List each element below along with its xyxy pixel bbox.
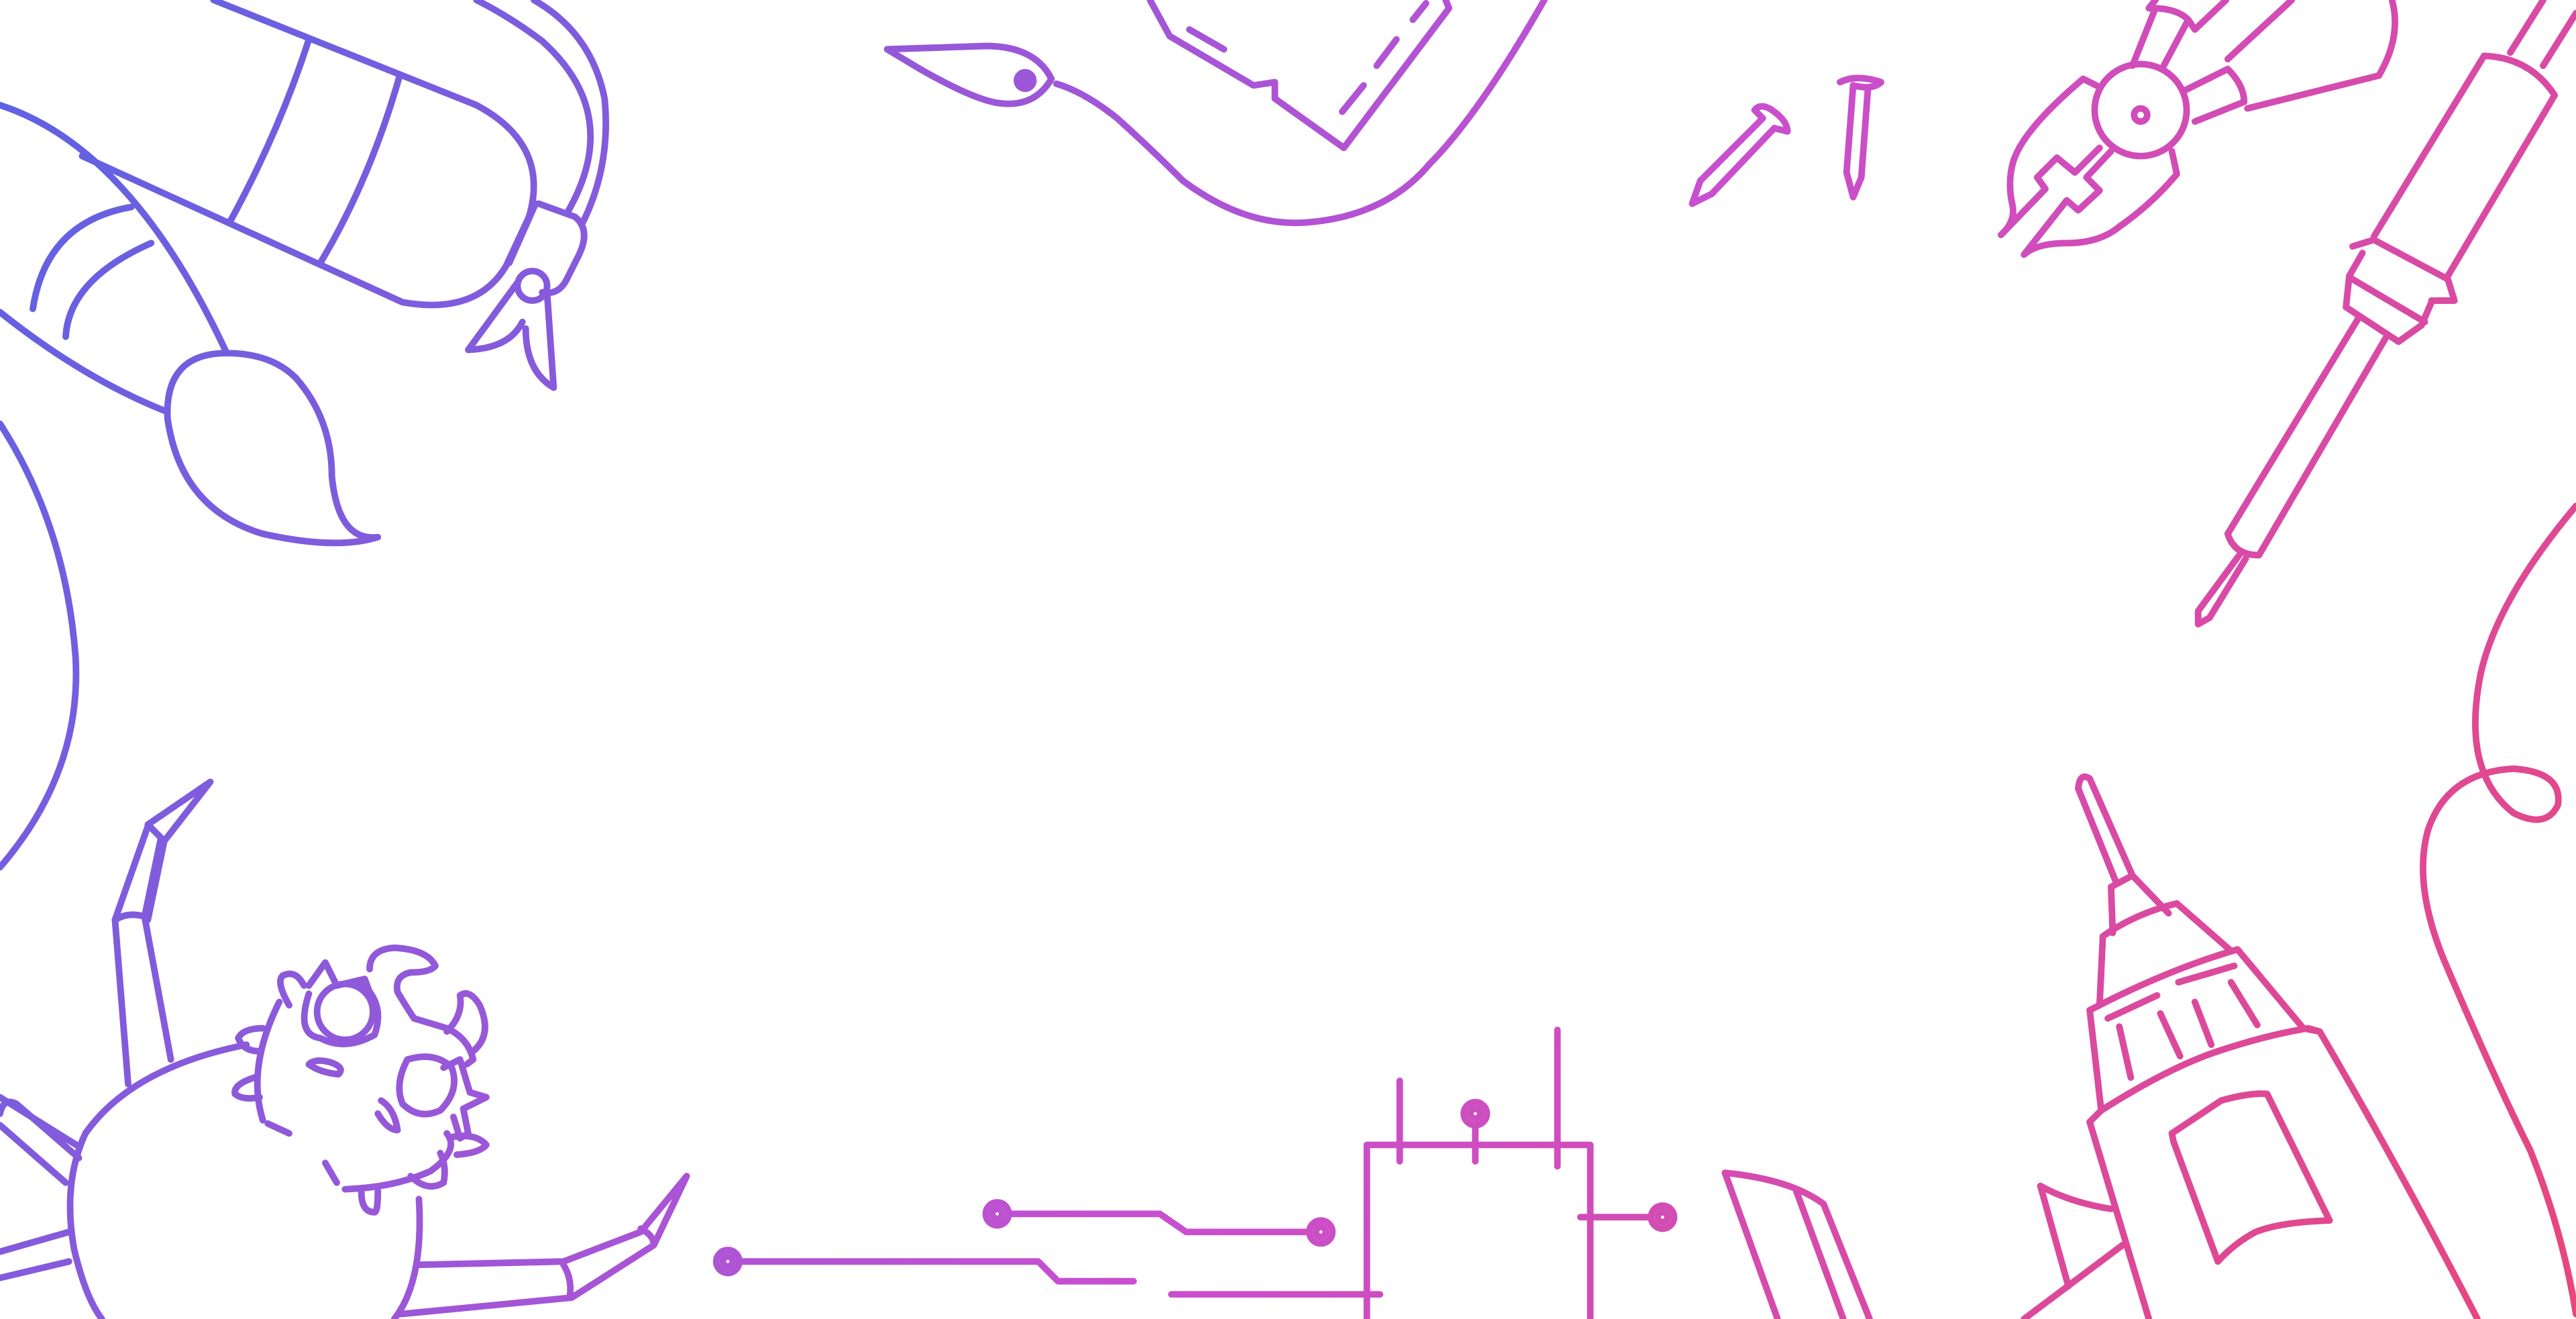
knife-icon xyxy=(883,0,1548,227)
cable-icon xyxy=(2420,503,2576,1318)
wire-cutter-icon xyxy=(1997,0,2398,258)
nail-icon xyxy=(1688,74,1884,207)
cable-icon xyxy=(0,420,80,871)
soldering-iron-icon xyxy=(2194,0,2576,628)
paintbrush-icon xyxy=(0,0,537,547)
robot-character-icon xyxy=(0,778,690,1319)
knife-icon xyxy=(1721,1169,1873,1319)
robot-arm-icon xyxy=(465,0,609,391)
circuit-board-icon xyxy=(712,1026,1678,1319)
hot-glue-gun-icon xyxy=(2021,773,2481,1319)
